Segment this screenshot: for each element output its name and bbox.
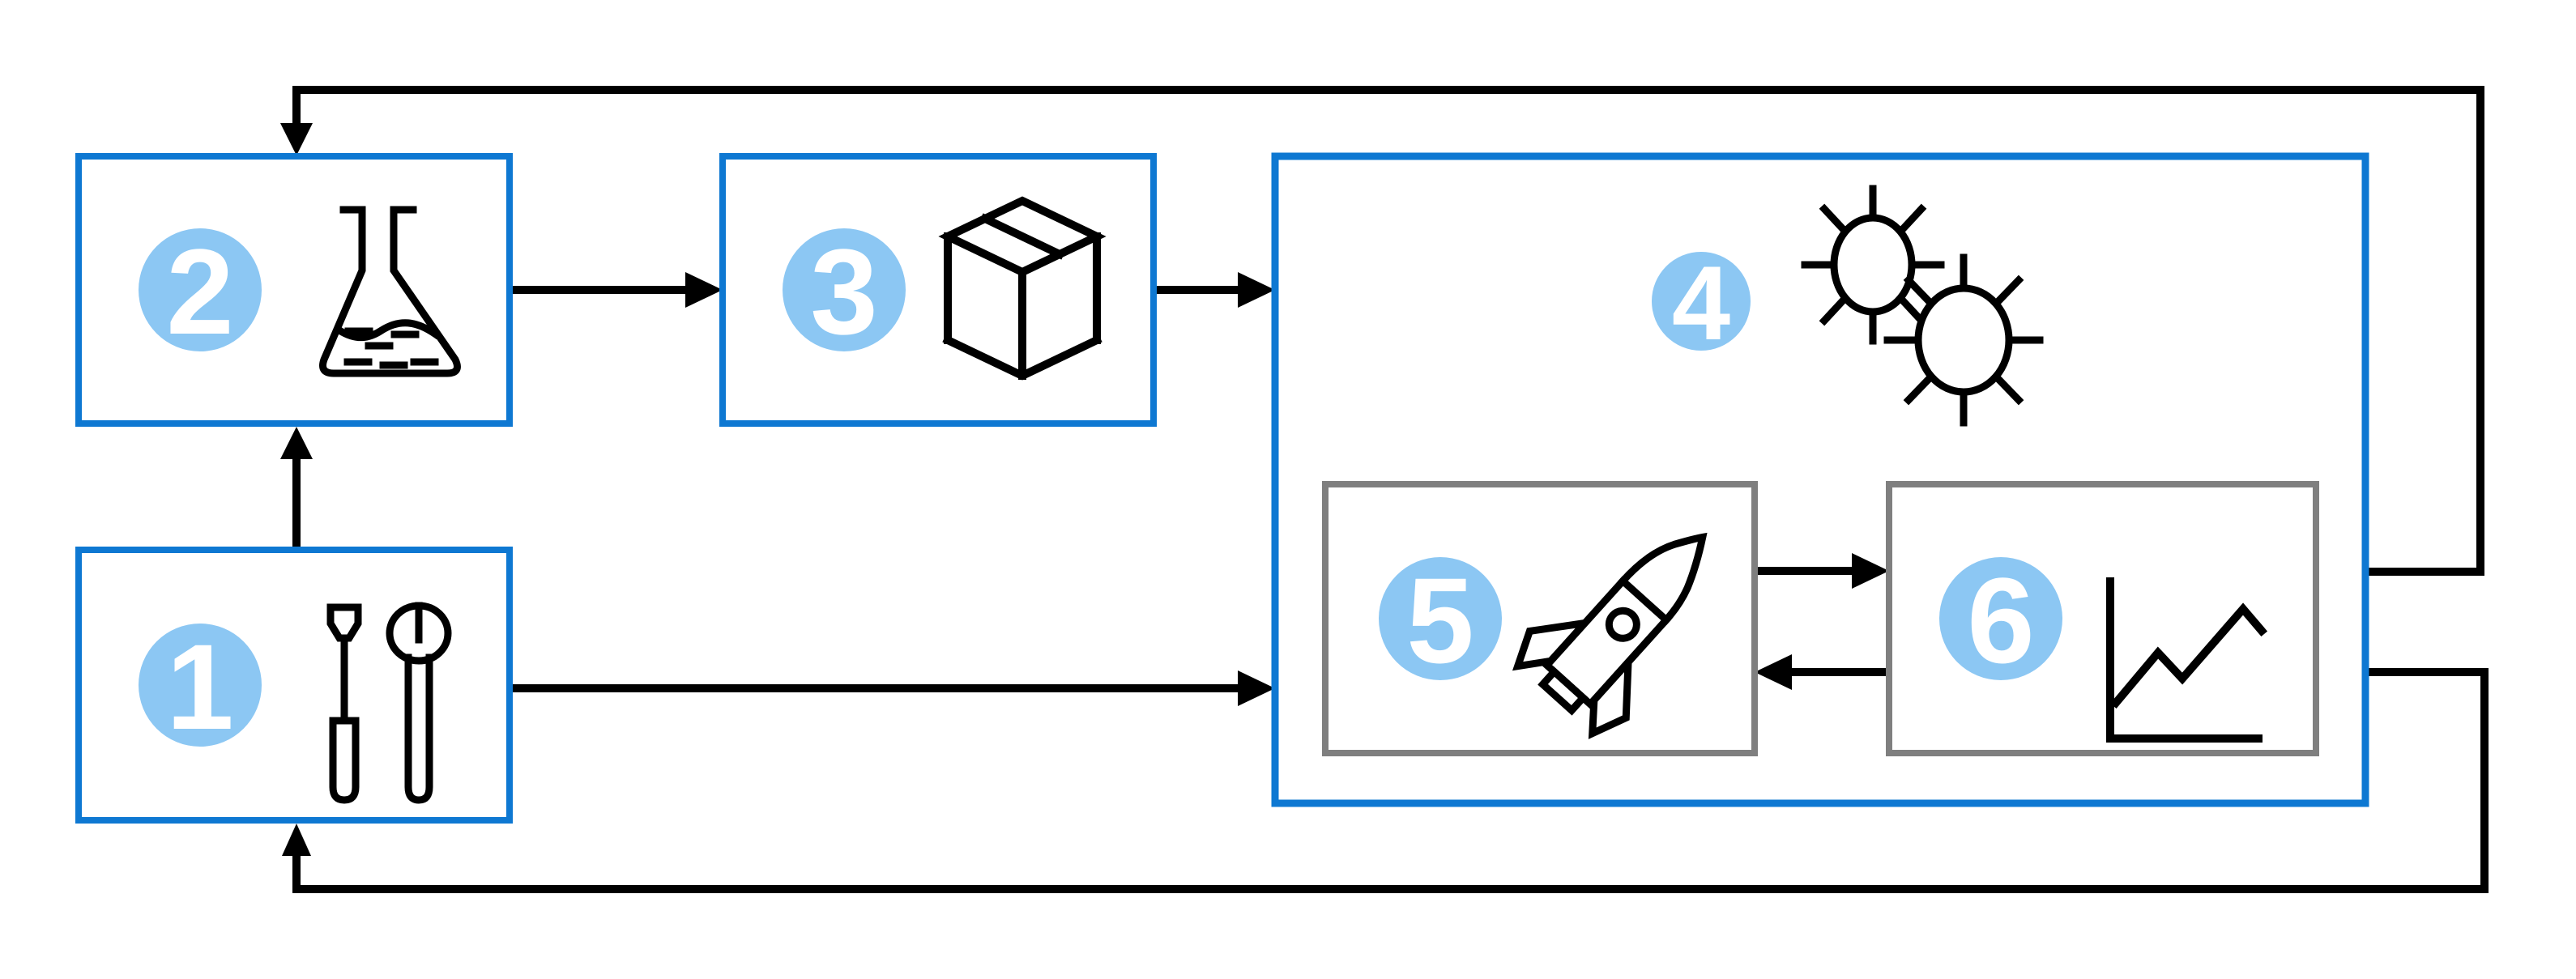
rocket-icon (1512, 532, 1708, 739)
flask-icon (319, 206, 461, 377)
node-6-badge (1939, 557, 2062, 680)
edge-6-to-2-arrowhead (280, 123, 313, 155)
node-4-number: 4 (1672, 244, 1730, 362)
node-2: 2 (75, 153, 513, 427)
line-chart-icon (2106, 577, 2268, 743)
node-5-number: 5 (1406, 552, 1474, 688)
node-4-badge (1652, 252, 1751, 351)
edge-6-to-1-line (292, 668, 2489, 893)
edge-5-to-6 (1755, 553, 1889, 589)
node-5: 5 (1322, 481, 1758, 756)
edge-6-to-1 (282, 668, 2489, 893)
edge-6-to-2 (280, 86, 2484, 576)
node-1: 1 (75, 547, 513, 824)
node-4: 4 (1271, 152, 2369, 807)
node-1-number: 1 (166, 619, 233, 755)
microbes-icon (1801, 185, 2044, 427)
node-6: 6 (1886, 481, 2319, 756)
screwdriver-wrench-icon (326, 602, 452, 804)
node-3-number: 3 (810, 223, 877, 360)
edge-6-to-1-arrowhead (282, 824, 311, 856)
node-3: 3 (719, 153, 1157, 427)
edge-1-to-2-arrowhead (280, 427, 313, 459)
edge-5-to-6-arrowhead (1852, 553, 1889, 589)
node-5-badge (1379, 557, 1502, 680)
edge-3-to-4 (1154, 272, 1275, 308)
node-2-box (75, 153, 513, 427)
node-1-badge (139, 624, 262, 747)
node-2-badge (139, 228, 262, 351)
node-2-number: 2 (166, 223, 233, 360)
package-icon (938, 196, 1107, 381)
edge-6-to-5 (1755, 654, 1889, 690)
edge-3-to-4-arrowhead (1238, 272, 1275, 308)
edge-2-to-3 (510, 272, 723, 308)
node-6-number: 6 (1967, 552, 2034, 688)
edge-6-to-2-line (292, 86, 2484, 576)
edge-1-to-4-arrowhead (1238, 670, 1275, 706)
node-3-badge (783, 228, 906, 351)
edge-1-to-4 (510, 670, 1275, 706)
edge-1-to-2 (280, 427, 313, 550)
edge-6-to-5-arrowhead (1755, 654, 1792, 690)
edge-2-to-3-arrowhead (685, 272, 723, 308)
